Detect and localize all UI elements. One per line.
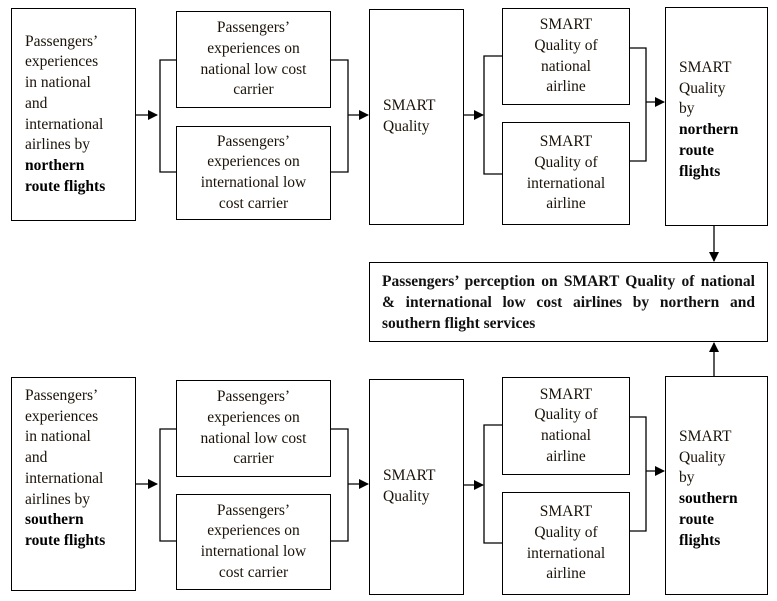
source-line: in national [25, 74, 91, 92]
label-line: airline [546, 447, 586, 465]
bracket-quality-n-left [483, 55, 502, 175]
experience-national-box-southern: Passengers’ experiences on national low … [176, 380, 331, 477]
source-route-bold: route flights [25, 177, 106, 195]
source-line: airlines by [25, 136, 90, 154]
label-line: experiences on [207, 408, 300, 426]
label-line: Quality of [534, 406, 598, 424]
bracket-experiences-n-right [330, 59, 349, 173]
source-route-bold: northern [25, 156, 85, 174]
source-line: airlines by [25, 490, 90, 508]
label-line: carrier [233, 450, 274, 468]
bracket-experiences-s-right [330, 428, 349, 542]
label-line: Passengers’ [216, 388, 291, 406]
quality-national-box-northern: SMART Quality of national airline [502, 8, 630, 105]
bracket-experiences-n-left [159, 59, 176, 173]
quality-international-box-northern: SMART Quality of international airline [502, 122, 630, 225]
source-box-southern: Passengers’ experiences in national and … [11, 377, 136, 591]
label-line: SMART [539, 133, 593, 151]
label-line: national low cost [200, 429, 307, 447]
smart-quality-box-northern: SMART Quality [369, 9, 464, 225]
bracket-experiences-s-left [159, 428, 176, 542]
source-box-northern: Passengers’ experiences in national and … [11, 8, 136, 221]
label-line: Quality [679, 79, 726, 97]
label-line: national [541, 427, 591, 444]
label-line: international [526, 174, 606, 192]
label-line: Passengers’ [216, 19, 291, 37]
source-line: and [25, 94, 48, 112]
experience-international-box-northern: Passengers’ experiences on international… [176, 126, 331, 220]
label-line: carrier [233, 81, 274, 99]
label-line: Quality [383, 488, 430, 505]
outcome-perception-box: Passengers’ perception on SMART Quality … [369, 262, 768, 342]
label-line: international low [200, 543, 307, 560]
source-line: in national [25, 428, 91, 446]
label-line: by [679, 100, 695, 118]
label-line: Quality of [534, 36, 598, 54]
source-line: experiences [25, 407, 99, 425]
label-line: Quality [383, 118, 430, 135]
label-line: international [526, 544, 606, 562]
label-line: Passengers’ [216, 501, 291, 519]
label-line: experiences on [207, 522, 300, 540]
result-box-southern: SMART Quality by southern route flights [665, 376, 768, 595]
result-route-bold: flights [679, 531, 721, 549]
bracket-quality-s-right [629, 416, 647, 532]
label-line: Quality of [534, 153, 598, 171]
label-line: SMART [539, 16, 593, 34]
label-line: cost carrier [218, 194, 289, 212]
label-line: SMART [539, 385, 593, 403]
source-line: Passengers’ [25, 32, 99, 50]
source-route-bold: southern [25, 511, 84, 529]
result-route-bold: flights [679, 162, 721, 180]
result-route-bold: route [679, 510, 715, 528]
label-line: SMART [539, 503, 593, 521]
outcome-text: Passengers’ perception on SMART Quality … [382, 272, 755, 332]
result-route-bold: southern [679, 490, 738, 508]
label-line: experiences on [207, 153, 300, 171]
label-line: cost carrier [218, 563, 289, 581]
label-line: national [541, 57, 591, 75]
label-line: Quality [679, 448, 726, 466]
label-line: SMART [679, 428, 732, 445]
quality-international-box-southern: SMART Quality of international airline [502, 492, 630, 595]
label-line: SMART [383, 97, 436, 115]
label-line: SMART [383, 467, 436, 485]
result-box-northern: SMART Quality by northern route flights [665, 7, 768, 226]
smart-quality-box-southern: SMART Quality [369, 379, 464, 595]
label-line: national low cost [200, 60, 307, 78]
bracket-quality-n-right [629, 47, 647, 162]
label-line: Passengers’ [216, 132, 291, 150]
source-line: Passengers’ [25, 387, 99, 404]
label-line: airline [546, 78, 586, 96]
source-line: international [25, 115, 104, 133]
label-line: airline [546, 565, 586, 583]
label-line: experiences on [207, 39, 300, 57]
result-route-bold: route [679, 141, 715, 159]
quality-national-box-southern: SMART Quality of national airline [502, 377, 630, 475]
source-route-bold: route flights [25, 531, 106, 549]
label-line: by [679, 469, 695, 487]
bracket-quality-s-left [483, 424, 502, 544]
experience-international-box-southern: Passengers’ experiences on international… [176, 494, 331, 590]
label-line: Quality of [534, 523, 598, 541]
source-line: experiences [25, 53, 99, 71]
source-line: international [25, 469, 104, 487]
source-line: and [25, 449, 48, 467]
experience-national-box-northern: Passengers’ experiences on national low … [176, 11, 331, 108]
result-route-bold: northern [679, 121, 739, 139]
label-line: airline [546, 195, 586, 213]
label-line: international low [200, 174, 307, 191]
label-line: SMART [679, 59, 732, 76]
